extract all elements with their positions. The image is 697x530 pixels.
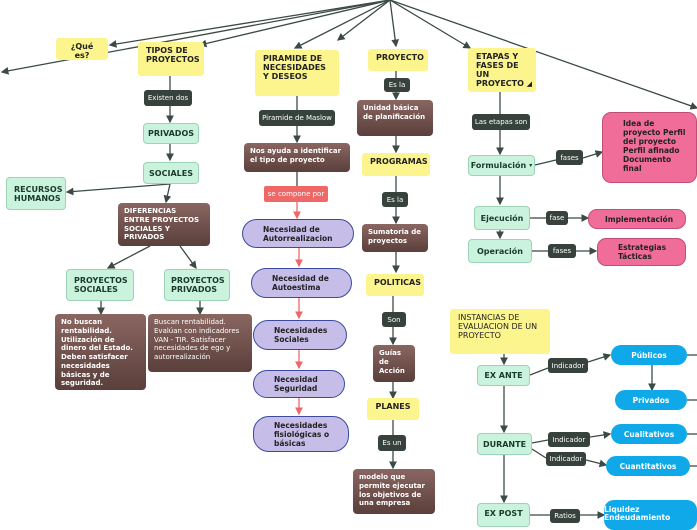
planes-node[interactable]: PLANES <box>367 398 419 420</box>
durante-node[interactable]: DURANTE <box>477 433 532 455</box>
piramide-maslow-label: Piramide de Maslow <box>259 110 335 126</box>
es-un-label: Es un <box>378 435 406 451</box>
fases-label-1: fases <box>556 150 583 165</box>
etapas-node[interactable]: ETAPAS Y FASES DE UN PROYECTO ◢ <box>468 48 536 92</box>
modelo-node[interactable]: modelo que permite ejecutar los objetivo… <box>353 469 435 514</box>
liquidez-node[interactable]: Liquidez Endeudamiento <box>604 500 697 530</box>
ex-ante-node[interactable]: EX ANTE <box>477 365 530 386</box>
recursos-humanos-node[interactable]: RECURSOS HUMANOS <box>6 177 66 210</box>
estrategias-node[interactable]: Estrategias Tácticas <box>597 238 686 266</box>
indicador-label-1: Indicador <box>548 358 588 373</box>
proyectos-sociales-description[interactable]: No buscan rentabilidad. Utilización de d… <box>55 314 146 390</box>
diferencias-node[interactable]: DIFERENCIAS ENTRE PROYECTOS SOCIALES Y P… <box>118 203 210 246</box>
sumatoria-node[interactable]: Sumatoria de proyectos <box>362 224 428 252</box>
indicador-label-3: Indicador <box>546 452 586 466</box>
se-compone-por-label: se compone por <box>264 186 328 202</box>
fase-label: fase <box>546 211 568 225</box>
publicos-node[interactable]: Públicos <box>611 345 687 365</box>
piramide-node[interactable]: PIRAMIDE DE NECESIDADES Y DESEOS <box>255 50 339 96</box>
ex-post-node[interactable]: EX POST <box>477 503 530 527</box>
tipos-de-proyectos-node[interactable]: TIPOS DE PROYECTOS <box>138 42 204 76</box>
piramide-level-sociales[interactable]: Necesidades Sociales <box>253 320 347 350</box>
formulacion-node[interactable]: Formulación▾ <box>468 155 535 176</box>
programas-node[interactable]: PROGRAMAS <box>362 153 430 176</box>
piramide-level-autorrealizacion[interactable]: Necesidad de Autorrealizacion <box>242 219 354 248</box>
cuantitativos-node[interactable]: Cuantitativos <box>606 456 690 476</box>
privados-node[interactable]: PRIVADOS <box>143 123 199 144</box>
expand-icon[interactable]: ▾ <box>529 162 533 169</box>
sociales-node[interactable]: SOCIALES <box>143 162 199 184</box>
proyectos-privados-node[interactable]: PROYECTOS PRIVADOS <box>164 269 230 301</box>
las-etapas-son-label: Las etapas son <box>472 114 530 130</box>
operacion-node[interactable]: Operación <box>468 239 532 263</box>
collapse-icon[interactable]: ◢ <box>526 80 532 88</box>
fases-label-2: fases <box>548 244 576 258</box>
es-la-label-1: Es la <box>384 78 410 92</box>
piramide-level-fisiologicas[interactable]: Necesidades fisiológicas o básicas <box>253 416 349 452</box>
que-es-node[interactable]: ¿Qué es? <box>56 38 108 60</box>
existen-dos-label: Existen dos <box>144 90 192 106</box>
proyectos-sociales-node[interactable]: PROYECTOS SOCIALES <box>66 269 134 301</box>
proyecto-node[interactable]: PROYECTO <box>368 49 428 71</box>
cualitativos-node[interactable]: Cualitativos <box>611 424 687 444</box>
etapas-label: ETAPAS Y FASES DE UN PROYECTO <box>476 52 524 88</box>
unidad-basica-node[interactable]: Unidad básica de planificación <box>357 100 433 136</box>
proyectos-privados-description[interactable]: Buscan rentabilidad. Evalúan con indicad… <box>148 314 252 372</box>
implementacion-node[interactable]: Implementación <box>588 209 686 229</box>
ejecucion-node[interactable]: Ejecución <box>474 206 530 230</box>
politicas-node[interactable]: POLITICAS <box>366 274 424 296</box>
piramide-level-autoestima[interactable]: Necesidad de Autoestima <box>251 268 352 298</box>
piramide-description[interactable]: Nos ayuda a identificar el tipo de proye… <box>244 143 350 172</box>
formulacion-label: Formulación <box>470 161 527 170</box>
indicador-label-2: Indicador <box>548 432 590 447</box>
guias-de-accion-node[interactable]: Guías de Acción <box>373 345 415 382</box>
piramide-level-seguridad[interactable]: Necesidad Seguridad <box>253 370 345 398</box>
formulacion-stages-node[interactable]: Idea de proyecto Perfil del proyecto Per… <box>602 112 697 183</box>
son-label: Son <box>382 312 406 327</box>
es-la-label-2: Es la <box>382 192 408 207</box>
privados-indicator-node[interactable]: Privados <box>615 390 687 410</box>
instancias-node[interactable]: INSTANCIAS DE EVALUACION DE UN PROYECTO <box>450 309 550 354</box>
ratios-label: Ratios <box>550 509 580 523</box>
